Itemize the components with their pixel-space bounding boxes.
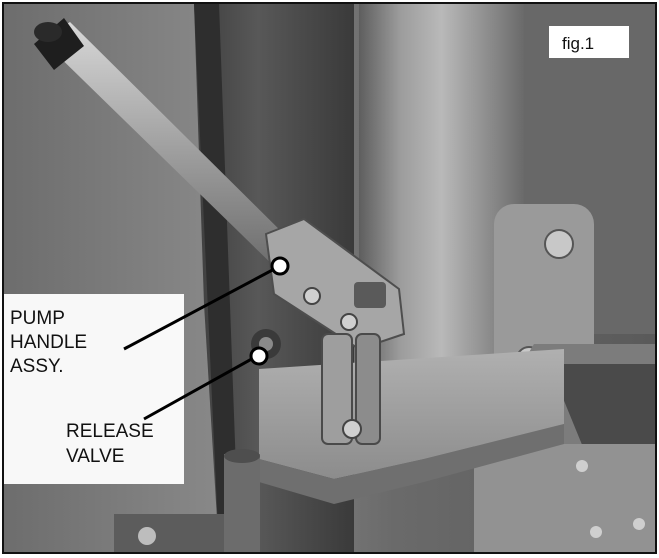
bolt bbox=[576, 460, 588, 472]
bolt bbox=[138, 527, 156, 545]
release-valve-leader-line bbox=[143, 354, 258, 421]
pump-head bbox=[264, 217, 406, 351]
left-post-edge bbox=[194, 4, 239, 552]
photo-illustration: fig.1 PUMP HANDLE ASSY. RELEASE VALVE bbox=[4, 4, 655, 552]
pump-handle-label-line3: ASSY. bbox=[10, 356, 64, 377]
figure-label: fig.1 bbox=[562, 34, 594, 53]
bolt bbox=[590, 526, 602, 538]
link-arm bbox=[355, 333, 381, 445]
base-plate-edge bbox=[259, 424, 564, 504]
grip-cap bbox=[34, 22, 62, 42]
release-valve-label-line1: RELEASE bbox=[66, 421, 154, 442]
bottom-base bbox=[114, 514, 234, 552]
pump-head-slot bbox=[354, 282, 386, 308]
fig-label-backdrop bbox=[549, 26, 629, 58]
channel-floor bbox=[474, 444, 655, 552]
pump-handle-label-line2: HANDLE bbox=[10, 332, 87, 353]
pivot-pin bbox=[303, 287, 321, 305]
pump-handle-label-line1: PUMP bbox=[10, 308, 65, 329]
handle-grip bbox=[34, 18, 84, 70]
link-pin bbox=[342, 419, 362, 439]
bolt bbox=[633, 518, 645, 530]
pump-handle-callout-dot bbox=[270, 256, 290, 276]
linkage-pin-upper bbox=[544, 229, 574, 259]
pump-handle-rod bbox=[42, 22, 304, 274]
release-valve-label-line2: VALVE bbox=[66, 446, 124, 467]
link-arm bbox=[321, 333, 353, 445]
release-valve-callout-dot bbox=[249, 346, 269, 366]
bottom-pipe bbox=[224, 454, 260, 552]
label-backdrop bbox=[4, 294, 184, 484]
pump-handle-leader-line bbox=[123, 264, 281, 351]
bottom-pipe-top bbox=[224, 449, 260, 463]
pivot-pin bbox=[340, 313, 358, 331]
